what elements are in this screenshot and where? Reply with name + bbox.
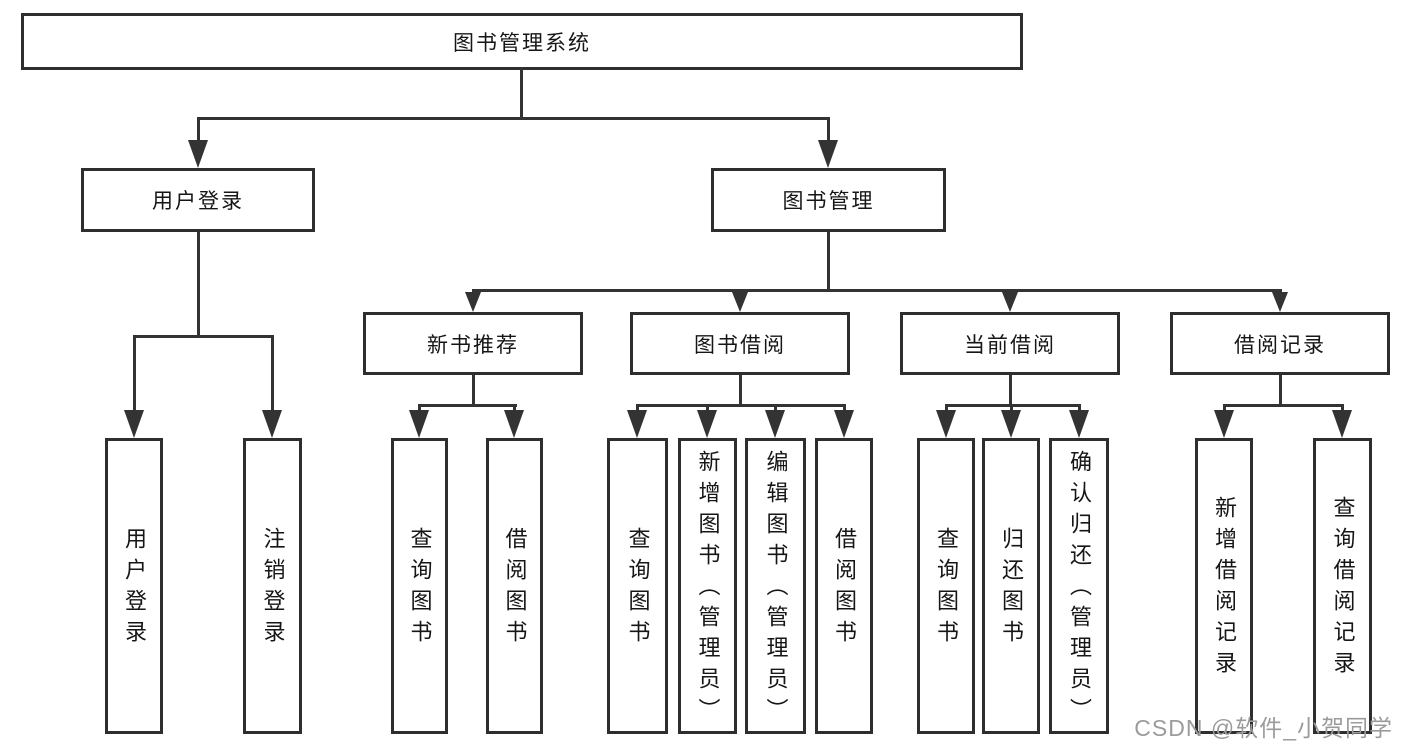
connector-drop-add-record (1223, 404, 1226, 414)
node-user-login-leaf: 用户登录 (105, 438, 163, 734)
arrowhead-current-borrowing (1002, 292, 1018, 312)
node-add-borrow-record: 新增借阅记录 (1195, 438, 1253, 734)
connector-drop-return-books (1010, 404, 1013, 414)
arrowhead-logout-leaf (262, 410, 282, 438)
arrowhead-book-management (818, 140, 838, 168)
node-borrow-books-2: 借阅图书 (815, 438, 873, 734)
arrowhead-edit-books (765, 410, 785, 438)
arrowhead-borrow-books-2 (834, 410, 854, 438)
connector-book-borrow-stem (739, 375, 742, 404)
connector-new-book-rail (418, 404, 517, 407)
connector-drop-query-books-1 (418, 404, 421, 414)
arrowhead-borrow-books-1 (504, 410, 524, 438)
connector-drop-query-record (1341, 404, 1344, 414)
connector-borrow-records-rail (1223, 404, 1344, 407)
arrowhead-book-borrowing (732, 292, 748, 312)
connector-drop-user-login (197, 117, 200, 145)
node-book-borrowing: 图书借阅 (630, 312, 850, 375)
node-edit-books-admin: 编辑图书（管理员） (745, 438, 806, 734)
connector-drop-borrow-books-1 (513, 404, 516, 414)
node-borrow-books-1: 借阅图书 (486, 438, 543, 734)
node-book-management: 图书管理 (711, 168, 946, 232)
node-user-login: 用户登录 (81, 168, 315, 232)
arrowhead-login-leaf (124, 410, 144, 438)
connector-current-borrow-stem (1009, 375, 1012, 404)
node-current-borrowing: 当前借阅 (900, 312, 1120, 375)
node-query-books-3: 查询图书 (917, 438, 975, 734)
connector-level3-rail (472, 289, 1282, 292)
arrowhead-confirm-return (1069, 410, 1089, 438)
connector-drop-add-books (706, 404, 709, 414)
connector-borrow-records-stem (1279, 375, 1282, 404)
connector-drop-borrow-books-2 (843, 404, 846, 414)
node-add-books-admin: 新增图书（管理员） (678, 438, 737, 734)
connector-drop-logout-leaf (271, 335, 274, 413)
arrowhead-borrowing-records (1272, 292, 1288, 312)
connector-root-stem (520, 67, 523, 120)
arrowhead-query-books-1 (409, 410, 429, 438)
connector-book-borrow-rail (636, 404, 846, 407)
connector-current-borrow-rail (945, 404, 1081, 407)
node-confirm-return-admin: 确认归还（管理员） (1049, 438, 1109, 734)
node-query-borrow-record: 查询借阅记录 (1313, 438, 1372, 734)
connector-drop-book-management (827, 117, 830, 145)
connector-user-login-stem (197, 232, 200, 338)
connector-new-book-stem (472, 375, 475, 404)
connector-drop-query-books-2 (636, 404, 639, 414)
arrowhead-add-record (1214, 410, 1234, 438)
connector-drop-query-books-3 (945, 404, 948, 414)
node-new-book-recommend: 新书推荐 (363, 312, 583, 375)
connector-drop-edit-books (774, 404, 777, 414)
arrowhead-query-record (1332, 410, 1352, 438)
node-borrowing-records: 借阅记录 (1170, 312, 1390, 375)
node-library-system: 图书管理系统 (21, 13, 1023, 70)
arrowhead-return-books (1001, 410, 1021, 438)
node-return-books: 归还图书 (982, 438, 1040, 734)
node-query-books-1: 查询图书 (391, 438, 448, 734)
connector-drop-confirm-return (1078, 404, 1081, 414)
connector-book-management-stem (827, 232, 830, 292)
arrowhead-user-login (188, 140, 208, 168)
connector-drop-login-leaf (133, 335, 136, 413)
arrowhead-query-books-3 (936, 410, 956, 438)
node-logout-leaf: 注销登录 (243, 438, 302, 734)
connector-level2-rail (197, 117, 830, 120)
node-query-books-2: 查询图书 (607, 438, 668, 734)
connector-user-login-rail (133, 335, 274, 338)
arrowhead-add-books (697, 410, 717, 438)
arrowhead-new-book-recommend (465, 292, 481, 312)
arrowhead-query-books-2 (627, 410, 647, 438)
csdn-watermark: CSDN @软件_小贺同学 (1134, 715, 1393, 741)
